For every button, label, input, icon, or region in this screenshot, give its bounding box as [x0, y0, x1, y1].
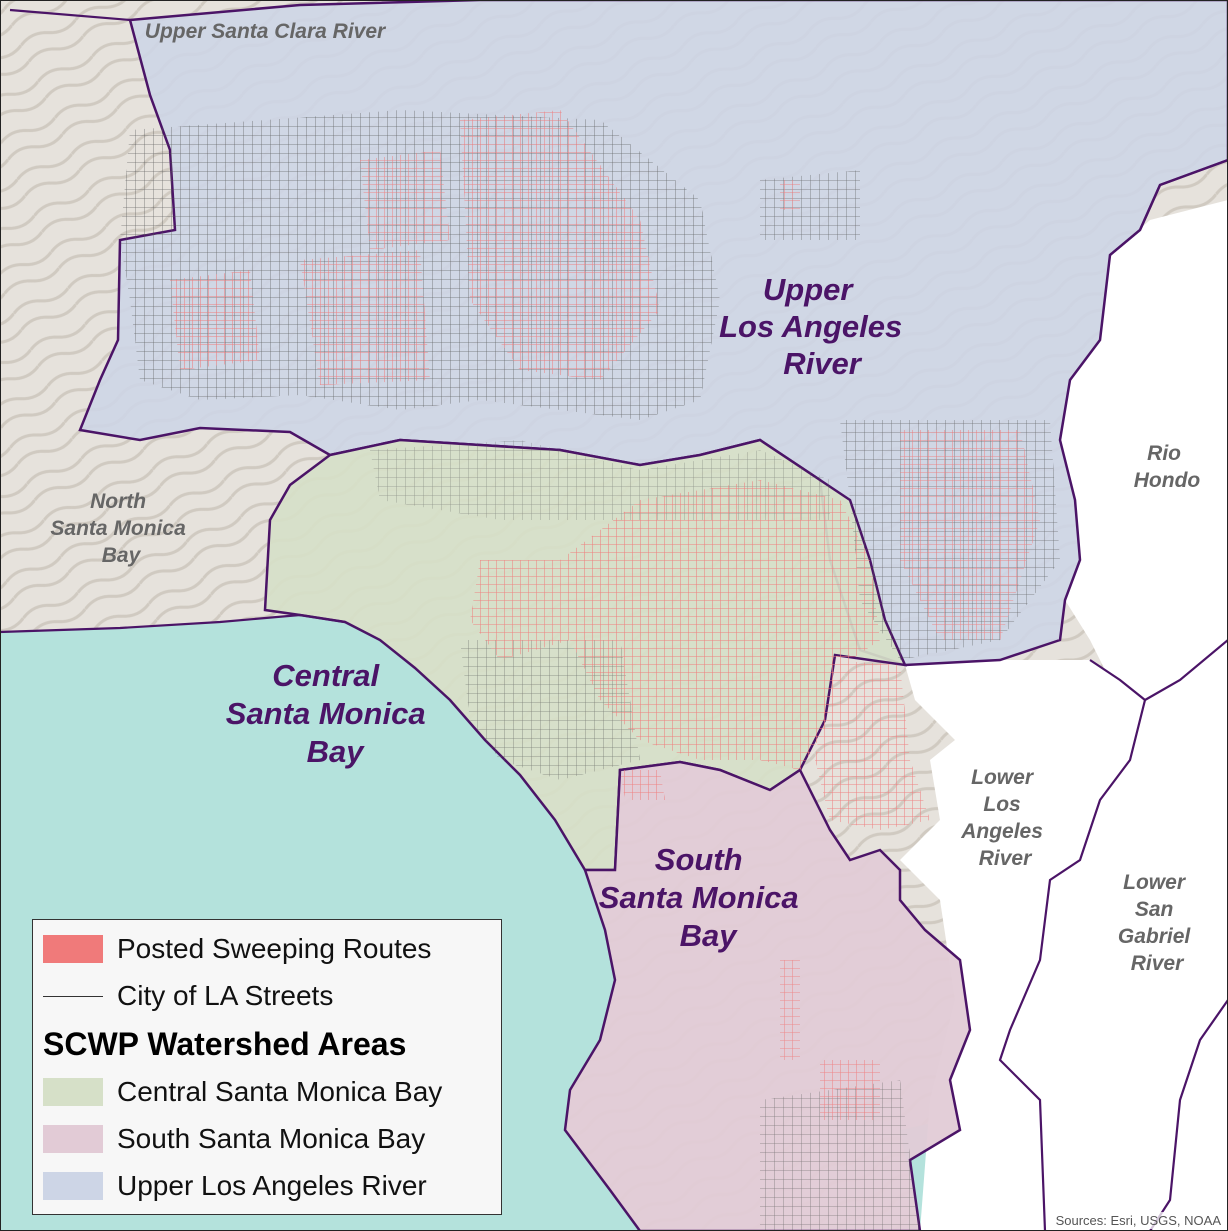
legend-label: Posted Sweeping Routes — [117, 933, 432, 964]
legend-item-posted-sweeping-routes: Posted Sweeping Routes — [43, 929, 431, 969]
legend-label: Central Santa Monica Bay — [117, 1076, 443, 1107]
map-attribution: Sources: Esri, USGS, NOAA — [1052, 1212, 1224, 1229]
legend-swatch-streets-line — [43, 995, 103, 997]
lower-los-angeles-river-area — [900, 640, 1228, 1231]
legend-item-city-streets: City of LA Streets — [43, 976, 333, 1016]
legend-swatch-south-smb — [43, 1125, 103, 1153]
watershed-boundaries — [0, 8, 1228, 1231]
legend-swatch-upper-la-river — [43, 1172, 103, 1200]
legend-item-upper-los-angeles-river: Upper Los Angeles River — [43, 1166, 427, 1206]
posted-sweeping-routes — [170, 110, 1040, 1120]
map-legend: Posted Sweeping Routes City of LA Street… — [32, 919, 502, 1215]
legend-label: City of LA Streets — [117, 980, 334, 1011]
label-rio-hondo: Rio Hondo — [1134, 442, 1201, 492]
label-central-santa-monica-bay: Central Santa Monica Bay — [226, 658, 434, 769]
watershed-labels: Upper Santa Clara River Upper Los Angele… — [50, 20, 1200, 975]
legend-item-central-santa-monica-bay: Central Santa Monica Bay — [43, 1072, 442, 1112]
label-north-santa-monica-bay: North Santa Monica Bay — [50, 490, 191, 567]
label-upper-santa-clara-river: Upper Santa Clara River — [145, 20, 387, 43]
legend-label: Upper Los Angeles River — [117, 1170, 427, 1201]
legend-title: SCWP Watershed Areas — [43, 1026, 407, 1062]
legend-label: South Santa Monica Bay — [117, 1123, 426, 1154]
label-lower-san-gabriel-river: Lower San Gabriel River — [1118, 871, 1196, 975]
label-upper-los-angeles-river: Upper Los Angeles River — [719, 272, 911, 381]
label-lower-los-angeles-river: Lower Los Angeles River — [960, 766, 1049, 870]
legend-swatch-central-smb — [43, 1078, 103, 1106]
legend-swatch-sweeping-routes — [43, 935, 103, 963]
label-south-santa-monica-bay: South Santa Monica Bay — [599, 842, 807, 953]
legend-item-south-santa-monica-bay: South Santa Monica Bay — [43, 1119, 425, 1159]
